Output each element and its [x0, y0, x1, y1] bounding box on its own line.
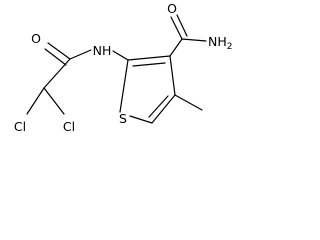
bond-c6-n: [69, 49, 92, 60]
bond-c4-c5-inner: [148, 95, 169, 118]
bond-c4-methyl: [174, 94, 203, 111]
atom-chlorine-2: Cl: [63, 119, 75, 134]
atom-oxygen-amide: O: [167, 1, 177, 16]
bond-c6-o-double-1: [47, 42, 71, 60]
atom-nh: NH: [93, 43, 112, 58]
chemical-structure: O NH Cl Cl S O NH2: [14, 1, 233, 134]
atom-sulfur: S: [119, 111, 127, 126]
bond-c5-s: [129, 115, 153, 124]
bond-n-c2: [112, 50, 129, 61]
bond-c2-c3-inner: [132, 62, 166, 67]
bond-c4-c5: [151, 94, 176, 124]
bond-camide-o-2: [176, 14, 188, 37]
atom-chlorine-1: Cl: [14, 119, 26, 134]
atom-nh2: NH2: [208, 34, 232, 52]
bond-s-c2: [119, 59, 129, 113]
bond-camide-n: [181, 38, 207, 42]
bond-c3-camide: [169, 38, 183, 57]
bond-c3-c4: [169, 55, 176, 96]
bond-c7-cl1: [26, 87, 45, 115]
bond-c7-cl2: [43, 87, 65, 115]
bond-c2-c3: [127, 55, 171, 61]
atom-nh2-main: NH: [208, 34, 227, 49]
atom-oxygen-acyl: O: [31, 31, 41, 46]
atom-nh2-subscript: 2: [227, 42, 233, 52]
bond-camide-o-1: [170, 16, 183, 40]
bond-c6-c7: [43, 58, 71, 89]
bond-c6-o-double-2: [44, 48, 67, 66]
